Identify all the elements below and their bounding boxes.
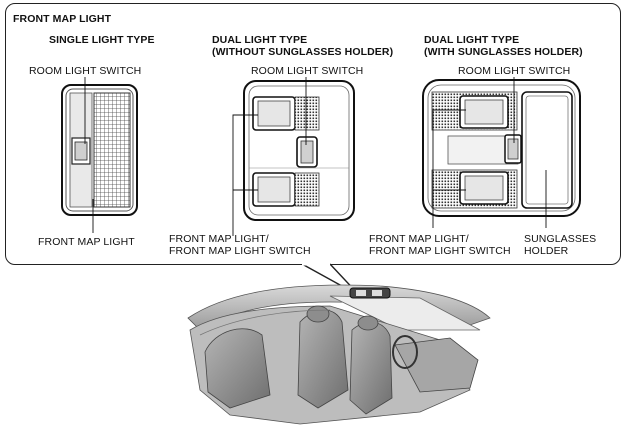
dual-no-holder-map-light-label-line2: FRONT MAP LIGHT SWITCH <box>169 245 311 257</box>
sunglasses-holder-label-line1: SUNGLASSES <box>524 233 597 245</box>
dual-no-holder-map-light-label-line1: FRONT MAP LIGHT/ <box>169 233 269 245</box>
dual-holder-map-light-label-line2: FRONT MAP LIGHT SWITCH <box>369 245 511 257</box>
diagram-title: FRONT MAP LIGHT <box>13 13 112 25</box>
single-light-heading: SINGLE LIGHT TYPE <box>49 34 155 46</box>
single-room-switch-label: ROOM LIGHT SWITCH <box>29 65 142 77</box>
dual-holder-room-switch-label: ROOM LIGHT SWITCH <box>458 65 571 77</box>
sunglasses-holder-label-line2: HOLDER <box>524 245 569 257</box>
car-interior-illustration <box>187 284 491 425</box>
dual-holder-map-light-leader-top <box>432 109 466 228</box>
dual-holder-heading-line2: (WITH SUNGLASSES HOLDER) <box>424 46 583 58</box>
single-map-light-label: FRONT MAP LIGHT <box>38 236 135 248</box>
dual-no-holder-room-switch-label: ROOM LIGHT SWITCH <box>251 65 364 77</box>
dual-holder-heading-line1: DUAL LIGHT TYPE <box>424 34 520 46</box>
dual-no-holder-heading-line2: (WITHOUT SUNGLASSES HOLDER) <box>212 46 394 58</box>
single-light-unit <box>61 84 138 216</box>
dual-no-holder-heading-line1: DUAL LIGHT TYPE <box>212 34 308 46</box>
dual-holder-map-light-label-line1: FRONT MAP LIGHT/ <box>369 233 469 245</box>
dual-light-unit-no-holder <box>243 80 355 221</box>
dual-no-holder-map-light-leader-top <box>232 114 258 236</box>
dual-light-unit-with-holder <box>422 79 581 217</box>
